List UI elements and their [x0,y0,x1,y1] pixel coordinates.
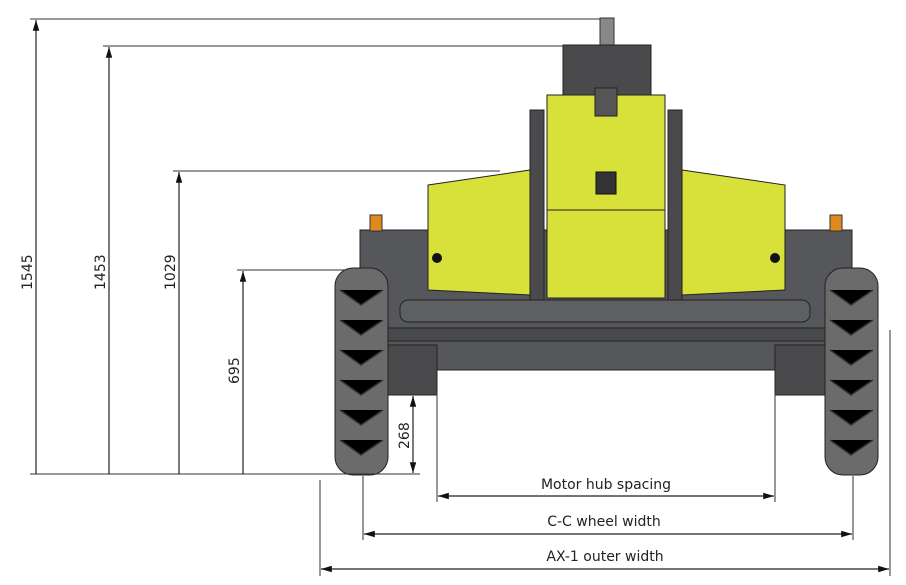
right-beacon [829,214,843,232]
dimension-label-1029: 1029 [163,254,179,290]
right-motor-hub [774,344,826,396]
dimension-label-268: 268 [397,422,413,449]
dimension-label-695: 695 [227,357,243,384]
dimension-label-1453: 1453 [93,254,109,290]
left-beacon [369,214,383,232]
dimension-motor-hub-spacing: Motor hub spacing [438,477,774,500]
dimension-label-1545: 1545 [20,254,36,290]
right-wheel [824,267,879,476]
left-motor-hub [387,344,438,396]
dimension-outer-width: AX-1 outer width [321,549,889,573]
dimension-1029: 1029 [163,172,183,474]
robot-front-view [334,17,879,476]
dimension-695: 695 [227,271,247,474]
left-wheel [334,267,389,476]
dimension-1545: 1545 [20,19,40,474]
dimension-1453: 1453 [93,47,113,474]
dimension-label-motor-hub: Motor hub spacing [541,477,671,493]
dimension-label-cc-wheel: C-C wheel width [547,514,661,530]
dimension-268: 268 [397,396,417,473]
left-side-panel [427,169,531,296]
dimension-label-outer-width: AX-1 outer width [546,549,663,565]
extension-lines [30,18,891,576]
dimension-cc-wheel-width: C-C wheel width [364,514,852,538]
front-bumper-bar [339,327,873,342]
right-side-panel [681,169,786,296]
top-sensor [599,17,615,47]
main-body-lower [546,209,666,299]
